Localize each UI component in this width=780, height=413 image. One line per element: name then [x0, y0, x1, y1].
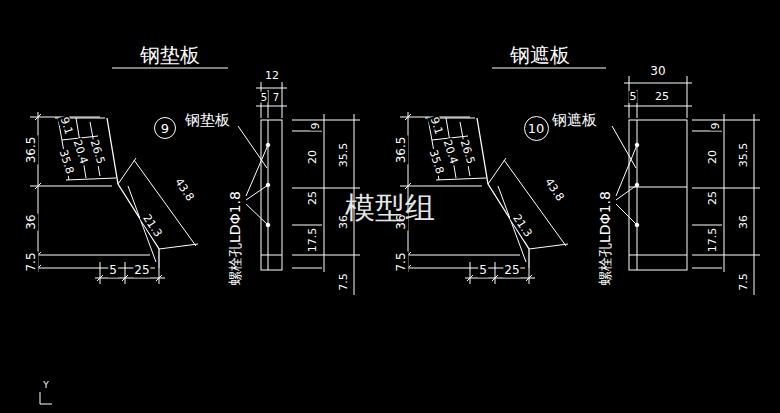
ucs-icon [40, 392, 52, 404]
part-name: 钢遮板 [551, 112, 598, 129]
dimension: 25 [707, 190, 719, 206]
title: 钢遮板 [509, 44, 571, 66]
dimension: 25 [503, 264, 520, 277]
dimension: 36.5 [25, 136, 38, 165]
dimension: 36.5 [395, 136, 408, 165]
dimension: 5 [478, 264, 488, 277]
callout-circle: 9 [154, 117, 176, 139]
callout-circle: 10 [524, 116, 549, 141]
dimension: 5 [260, 92, 268, 103]
dimension: 7.5 [338, 272, 350, 292]
bent-plate-view [30, 112, 198, 284]
title-underline [112, 68, 228, 69]
dimension: 17.5 [307, 227, 319, 254]
axis-label: Y [42, 381, 50, 391]
dimension: 7 [272, 92, 280, 103]
watermark: 模型组 [344, 191, 436, 224]
title: 钢垫板 [139, 44, 201, 66]
callout-number: 10 [528, 122, 545, 135]
side-dimensions [692, 114, 760, 295]
dimension: 7.5 [738, 272, 750, 292]
dimension: 9 [710, 122, 722, 131]
dimension: 36 [738, 214, 750, 230]
dimension: 9 [310, 122, 322, 131]
dimension: 7.5 [395, 251, 408, 272]
dimension: 35.5 [338, 142, 350, 169]
dimension: 7.5 [25, 251, 38, 272]
dimension: 5 [629, 91, 638, 103]
dimension: 25 [133, 264, 150, 277]
dimension: 5 [108, 264, 118, 277]
dimension: 36 [25, 213, 38, 230]
dimension: 26.5 [457, 138, 477, 167]
plate-section [238, 82, 287, 270]
dimension: 25 [307, 190, 319, 206]
callout-number: 9 [161, 122, 169, 135]
dimension: 25 [654, 91, 670, 103]
bolt-hole-note: 螺栓孔LDΦ1.8 [598, 190, 613, 286]
dimension: 21.3 [510, 212, 535, 241]
dimension: 43.8 [172, 176, 197, 205]
dimension: 20 [707, 149, 719, 165]
dimension: 35.5 [738, 142, 750, 169]
title-underline [492, 68, 606, 69]
dimension: 12 [264, 70, 280, 82]
dimension: 26.5 [87, 138, 107, 167]
dimension: 30 [649, 65, 666, 78]
dimension: 43.8 [542, 176, 567, 205]
bolt-hole-note: 螺栓孔LDΦ1.8 [228, 190, 243, 286]
plate-section [612, 76, 692, 270]
part-name: 钢垫板 [184, 112, 231, 129]
dimension: 20 [307, 149, 319, 165]
dimension: 21.3 [140, 212, 165, 241]
dimension: 17.5 [707, 227, 719, 254]
